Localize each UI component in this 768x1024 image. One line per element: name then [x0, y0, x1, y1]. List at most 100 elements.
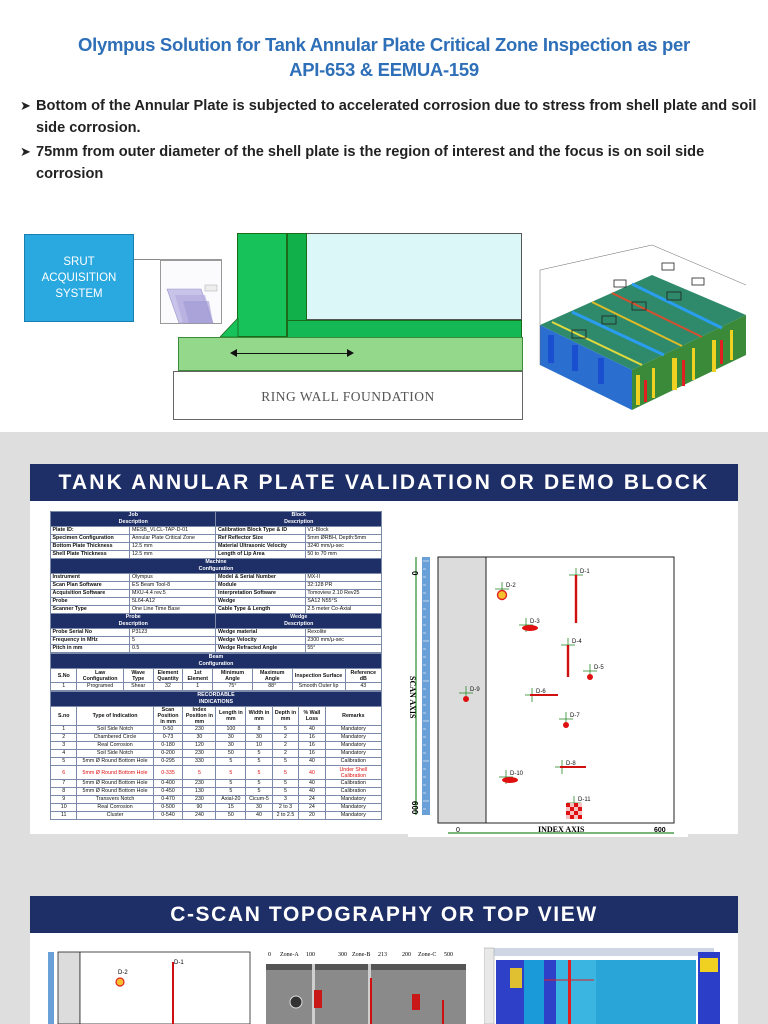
srut-acquisition-box: SRUT ACQUISITION SYSTEM	[24, 234, 134, 322]
indication-cell: 120	[182, 741, 217, 750]
slide-title: Olympus Solution for Tank Annular Plate …	[0, 32, 768, 82]
indication-cell: 230	[182, 749, 217, 758]
indication-cell: 20	[298, 811, 326, 820]
indication-cell: Calibration	[324, 787, 383, 796]
indication-cell: 0-470	[152, 795, 184, 804]
indication-cell: Axial-20	[215, 795, 247, 804]
slide-3-banner: C-SCAN TOPOGRAPHY OR TOP VIEW	[30, 896, 738, 933]
indication-cell: 9	[49, 795, 78, 804]
zone-label: 500	[444, 952, 453, 958]
indication-cell: Cluster	[76, 811, 154, 820]
job-cell: MESB_VLCL-TAP-D-01	[129, 526, 217, 535]
scan-axis-zero: 0	[410, 571, 419, 576]
indication-cell: 0-400	[152, 779, 184, 788]
job-cell: Ref Reflector Size	[215, 534, 306, 543]
indication-cell: 0-180	[152, 741, 184, 750]
indication-cell: 1	[49, 725, 78, 734]
srut-line: ACQUISITION	[41, 272, 117, 284]
indication-cell: Mandatory	[324, 733, 383, 742]
machine-cell: Scan Plan Software	[49, 581, 131, 590]
job-cell: Length of Lip Area	[215, 550, 306, 559]
probe-cell: Wedge material	[215, 628, 306, 637]
beam-cell: 1	[182, 682, 214, 691]
job-cell: 12.5 mm	[129, 542, 217, 551]
probe-cell: Pitch in mm	[49, 644, 131, 653]
machine-cell: 5L64-A12	[129, 597, 217, 606]
beam-header-row-cell: Maximum Angle	[251, 668, 293, 683]
indication-cell: Cicum-5	[245, 795, 273, 804]
scan-axis-600: 600	[410, 801, 419, 815]
indication-cell: Mandatory	[324, 749, 383, 758]
scan-range-arrow	[236, 353, 348, 354]
job-cell: Specimen Configuration	[49, 534, 131, 543]
slide-title-line-1: Olympus Solution for Tank Annular Plate …	[78, 34, 690, 55]
indication-cell: 40	[298, 725, 326, 734]
indication-header-row-cell: S.no	[49, 706, 78, 726]
indication-cell: 50	[215, 749, 247, 758]
beam-cell: 32	[152, 682, 184, 691]
defect-label-d2: D-2	[118, 970, 128, 976]
indication-cell: 40	[298, 757, 326, 766]
machine-cell: ES Beam Tool-8	[129, 581, 217, 590]
indication-cell: 11	[49, 811, 78, 820]
indication-cell: 2	[271, 749, 300, 758]
beam-header-row-cell: Inspection Surface	[291, 668, 346, 683]
beam-header-row-cell: Law Configuration	[76, 668, 124, 683]
slide-1: Olympus Solution for Tank Annular Plate …	[0, 0, 768, 432]
zone-label: 213	[378, 952, 387, 958]
indication-cell: 15	[215, 803, 247, 812]
indication-header-row-cell: Length in mm	[215, 706, 247, 726]
indication-cell: 5	[245, 749, 273, 758]
indication-cell: 5	[49, 757, 78, 766]
zone-label: 300	[338, 952, 347, 958]
defect-marker: D-5	[583, 664, 604, 680]
defect-marker: D-9	[459, 686, 480, 702]
indication-cell: Calibration	[324, 757, 383, 766]
indication-header-row-cell: Depth in mm	[271, 706, 300, 726]
defect-marker: D-6	[525, 688, 558, 702]
beam-cell: Programed	[76, 682, 124, 691]
shell-plate	[237, 233, 287, 337]
slide-2-banner: TANK ANNULAR PLATE VALIDATION OR DEMO BL…	[30, 464, 738, 501]
machine-cell: Cable Type & Length	[215, 605, 306, 614]
indication-cell: Chambered Circle	[76, 733, 154, 742]
srut-line: SYSTEM	[55, 288, 103, 300]
indication-cell: 30	[245, 733, 273, 742]
indication-cell: 5	[271, 787, 300, 796]
defect-marker: D-11	[566, 796, 591, 819]
indication-cell: Mandatory	[324, 741, 383, 750]
indication-cell: Real Corrosion	[76, 741, 154, 750]
indication-cell: 24	[298, 803, 326, 812]
defect-label: D-8	[566, 761, 576, 767]
beam-header-row-cell: S.No	[49, 668, 78, 683]
defect-label: D-2	[506, 583, 516, 589]
machine-cell: Olympus	[129, 573, 217, 582]
indication-cell: 100	[215, 725, 247, 734]
indication-cell: 0-200	[152, 749, 184, 758]
indication-cell: Mandatory	[324, 725, 383, 734]
machine-cell: Scanner Type	[49, 605, 131, 614]
beam-cell: 75°	[212, 682, 253, 691]
arrow-right-icon	[347, 349, 354, 357]
cscan-color-image	[484, 938, 724, 1024]
probe-cell: P3123	[129, 628, 217, 637]
indication-cell: 50	[215, 811, 247, 820]
indication-cell: 3	[271, 795, 300, 804]
machine-cell: Acquisition Software	[49, 589, 131, 598]
tank-shell-interior	[290, 233, 522, 320]
beam-cell: Shear	[122, 682, 154, 691]
defect-label: D-10	[510, 771, 524, 777]
indication-cell: 5	[215, 787, 247, 796]
